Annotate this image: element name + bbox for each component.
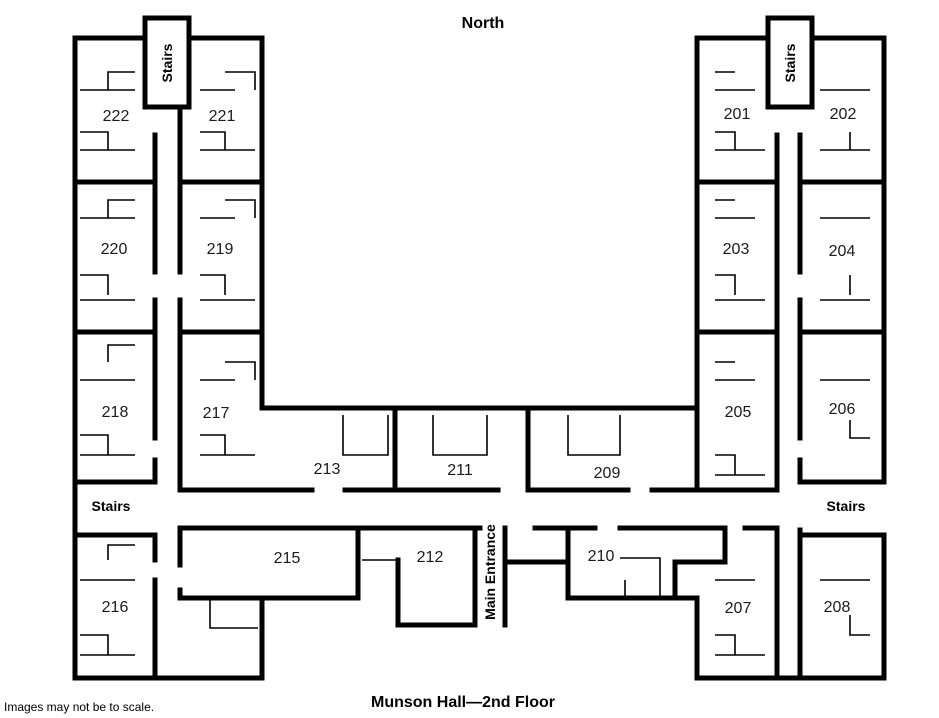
- walls: [72, 15, 887, 681]
- room-218: 218: [102, 404, 129, 421]
- floor-title: Munson Hall—2nd Floor: [371, 694, 555, 711]
- room-213: 213: [314, 461, 341, 478]
- room-212: 212: [417, 549, 444, 566]
- interior-lines: [80, 71, 870, 656]
- room-210: 210: [588, 548, 615, 565]
- stairs-label-northeast: Stairs: [782, 43, 798, 82]
- main-entrance-label: Main Entrance: [482, 524, 498, 620]
- room-203: 203: [723, 241, 750, 258]
- room-220: 220: [101, 241, 128, 258]
- room-217: 217: [203, 405, 230, 422]
- room-204: 204: [829, 243, 856, 260]
- room-219: 219: [207, 241, 234, 258]
- room-205: 205: [725, 404, 752, 421]
- room-216: 216: [102, 599, 129, 616]
- room-222: 222: [103, 108, 130, 125]
- room-221: 221: [209, 108, 236, 125]
- room-202: 202: [830, 106, 857, 123]
- room-209: 209: [594, 465, 621, 482]
- room-215: 215: [274, 550, 301, 567]
- room-208: 208: [824, 599, 851, 616]
- north-label: North: [462, 15, 505, 32]
- stairs-label-east: Stairs: [827, 498, 866, 514]
- room-206: 206: [829, 401, 856, 418]
- scale-note: Images may not be to scale.: [4, 700, 154, 714]
- room-201: 201: [724, 106, 751, 123]
- room-211: 211: [447, 462, 473, 479]
- stairs-label-west: Stairs: [92, 498, 131, 514]
- room-207: 207: [725, 600, 752, 617]
- stairs-label-northwest: Stairs: [159, 43, 175, 82]
